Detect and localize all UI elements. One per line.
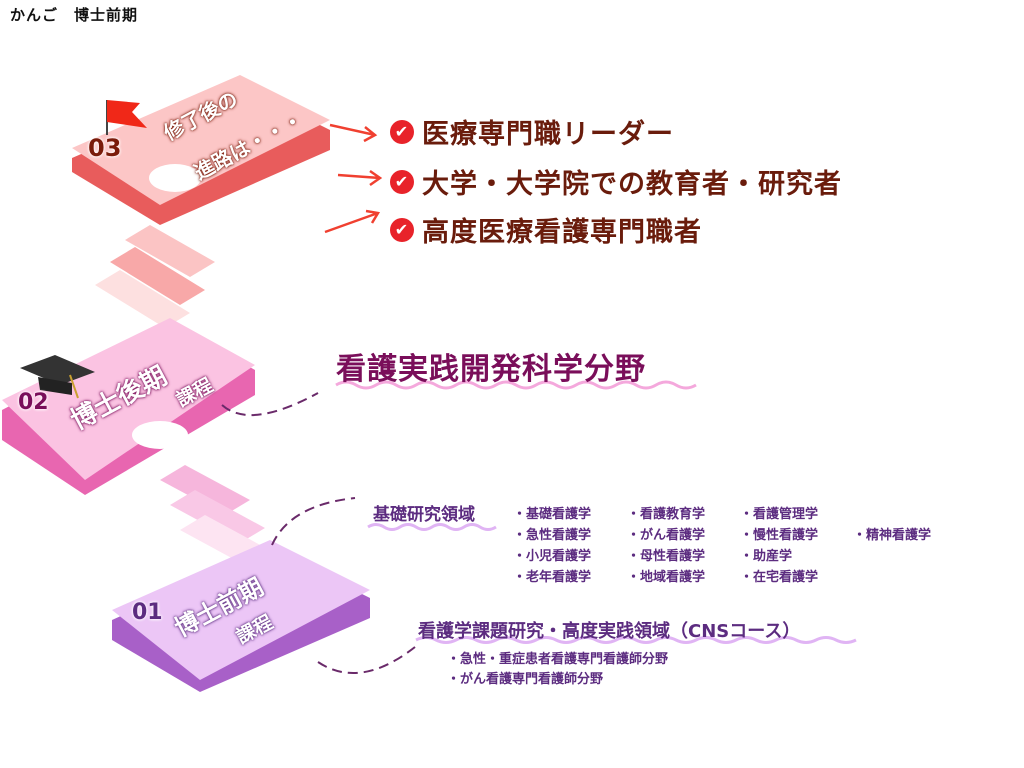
field-item: ・在宅看護学 <box>740 570 819 585</box>
career-item: ✔ 大学・大学院での教育者・研究者 <box>390 162 842 201</box>
wavy-underline-cns <box>415 636 857 644</box>
field-item: ・助産学 <box>740 549 793 564</box>
step-number-03: 03 <box>88 134 122 162</box>
graduation-cap-icon <box>20 355 95 399</box>
field-item: ・急性看護学 <box>513 528 592 543</box>
field-item: ・精神看護学 <box>853 528 932 543</box>
department-title: 看護実践開発科学分野 <box>336 352 646 387</box>
arrow-icons-purple <box>221 392 416 674</box>
field-item: ・がん看護学 <box>627 528 706 543</box>
career-label: 高度医療看護専門職者 <box>422 217 702 248</box>
basic-research-title: 基礎研究領域 <box>373 505 475 525</box>
field-item: ・慢性看護学 <box>740 528 819 543</box>
wavy-underline-basic <box>367 523 497 531</box>
step-number-01: 01 <box>132 600 163 625</box>
career-label: 医療専門職リーダー <box>422 119 674 150</box>
wavy-underline-dept <box>335 380 697 390</box>
field-item: ・老年看護学 <box>513 570 592 585</box>
field-item: ・地域看護学 <box>627 570 706 585</box>
field-item: ・小児看護学 <box>513 549 592 564</box>
cns-course-title: 看護学課題研究・高度実践領域（CNSコース） <box>418 621 801 642</box>
arrow-icons-03 <box>324 123 383 234</box>
puzzle-piece-03 <box>72 75 330 225</box>
page-header: かんご 博士前期 <box>10 6 139 24</box>
field-item: ・看護管理学 <box>740 507 819 522</box>
flag-icon <box>106 100 147 135</box>
field-item: ・看護教育学 <box>627 507 706 522</box>
check-icon: ✔ <box>390 119 414 144</box>
cns-field-item: ・がん看護専門看護師分野 <box>447 672 604 687</box>
check-icon: ✔ <box>390 217 414 242</box>
career-label: 大学・大学院での教育者・研究者 <box>422 169 842 200</box>
field-item: ・母性看護学 <box>627 549 706 564</box>
puzzle-piece-01 <box>112 540 370 692</box>
field-item: ・基礎看護学 <box>513 507 592 522</box>
career-item: ✔ 医療専門職リーダー <box>390 112 674 151</box>
connector-bars-upper <box>95 225 215 328</box>
check-icon: ✔ <box>390 169 414 194</box>
career-item: ✔ 高度医療看護専門職者 <box>390 210 702 249</box>
puzzle-piece-02 <box>2 318 255 495</box>
cns-field-item: ・急性・重症患者看護専門看護師分野 <box>447 652 669 667</box>
step-number-02: 02 <box>18 390 49 415</box>
